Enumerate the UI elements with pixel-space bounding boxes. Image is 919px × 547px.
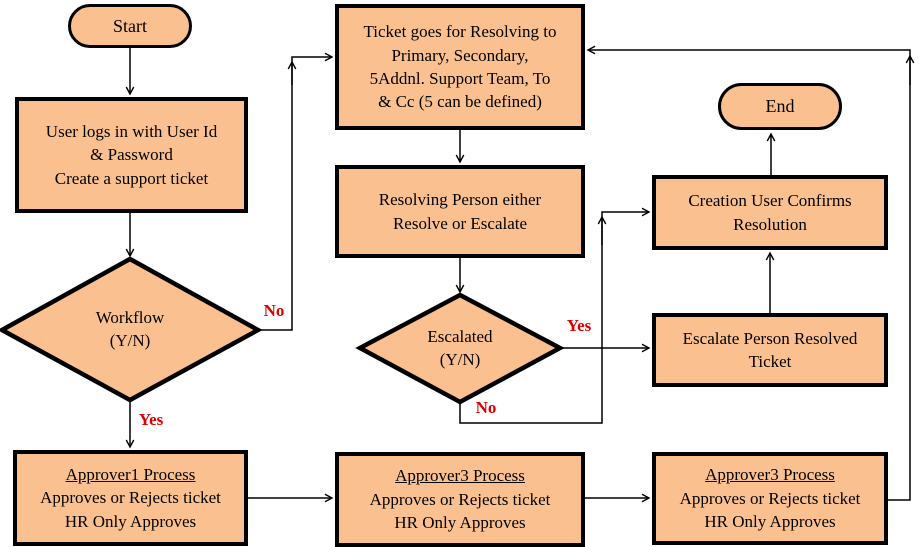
node-end: End (718, 83, 842, 130)
branch-label-workflow-yes: Yes (138, 410, 164, 429)
node-ticket-routing-line-2: Primary, Secondary, (391, 45, 529, 65)
node-user-login-line-1: User logs in with User Id (45, 121, 218, 141)
node-approver2-line-1: Approves or Rejects ticket (369, 489, 551, 509)
node-approver2-heading: Approver3 Process (395, 466, 525, 486)
node-workflow-decision-label: Workflow (Y/N) (55, 302, 205, 358)
node-workflow-line-2: (Y/N) (109, 331, 151, 350)
node-user-login-line-2: & Password (90, 145, 173, 165)
node-end-label: End (765, 96, 795, 117)
node-approver1-line-2: HR Only Approves (64, 511, 197, 531)
branch-label-workflow-no: No (263, 301, 285, 320)
node-escalate-person-resolved: Escalate Person Resolved Ticket (652, 313, 888, 387)
node-resolving-person-line-2: Resolve or Escalate (392, 213, 528, 233)
node-escalated-line-1: Escalated (427, 326, 493, 346)
node-resolving-person: Resolving Person either Resolve or Escal… (335, 165, 585, 258)
connector-workflow-no-to-ticket (257, 52, 334, 331)
node-ticket-routing-line-1: Ticket goes for Resolving to (363, 22, 557, 42)
node-creation-user-confirms-line-2: Resolution (733, 214, 807, 234)
node-ticket-routing-line-3: 5Addnl. Support Team, To (369, 69, 551, 88)
node-approver1-line-1: Approves or Rejects ticket (40, 488, 221, 508)
node-approver3-line-2: HR Only Approves (704, 512, 836, 532)
node-user-login-line-3: Create a support ticket (54, 168, 209, 188)
node-ticket-routing: Ticket goes for Resolving to Primary, Se… (335, 4, 585, 130)
node-escalated-decision-label: Escalated (Y/N) (385, 321, 535, 376)
node-approver2-process: Approver3 Process Approves or Rejects ti… (335, 452, 585, 547)
node-resolving-person-line-1: Resolving Person either (378, 190, 542, 210)
connector-approver3-feedback-to-ticket (586, 45, 911, 501)
node-creation-user-confirms-line-1: Creation User Confirms (688, 191, 852, 211)
node-start-label: Start (113, 15, 147, 36)
connector-escalated-no-to-creation (459, 207, 651, 424)
node-escalated-line-2: (Y/N) (439, 349, 481, 369)
node-approver1-heading: Approver1 Process (65, 464, 196, 484)
branch-label-escalated-no: No (475, 398, 497, 417)
node-ticket-routing-line-4: & Cc (5 can be defined) (378, 92, 542, 112)
node-workflow-line-1: Workflow (95, 308, 165, 328)
node-creation-user-confirms: Creation User Confirms Resolution (652, 175, 888, 250)
branch-label-escalated-yes: Yes (566, 316, 592, 335)
node-escalate-person-resolved-line-1: Escalate Person Resolved (682, 328, 858, 348)
node-approver3-process: Approver3 Process Approves or Rejects ti… (652, 452, 888, 545)
node-escalate-person-resolved-line-2: Ticket (748, 352, 792, 371)
node-approver3-line-1: Approves or Rejects ticket (679, 488, 861, 508)
node-user-login: User logs in with User Id & Password Cre… (15, 97, 248, 213)
node-approver3-heading: Approver3 Process (705, 465, 835, 485)
node-approver2-line-2: HR Only Approves (394, 513, 526, 533)
node-approver1-process: Approver1 Process Approves or Rejects ti… (13, 450, 248, 546)
node-start: Start (68, 4, 192, 48)
